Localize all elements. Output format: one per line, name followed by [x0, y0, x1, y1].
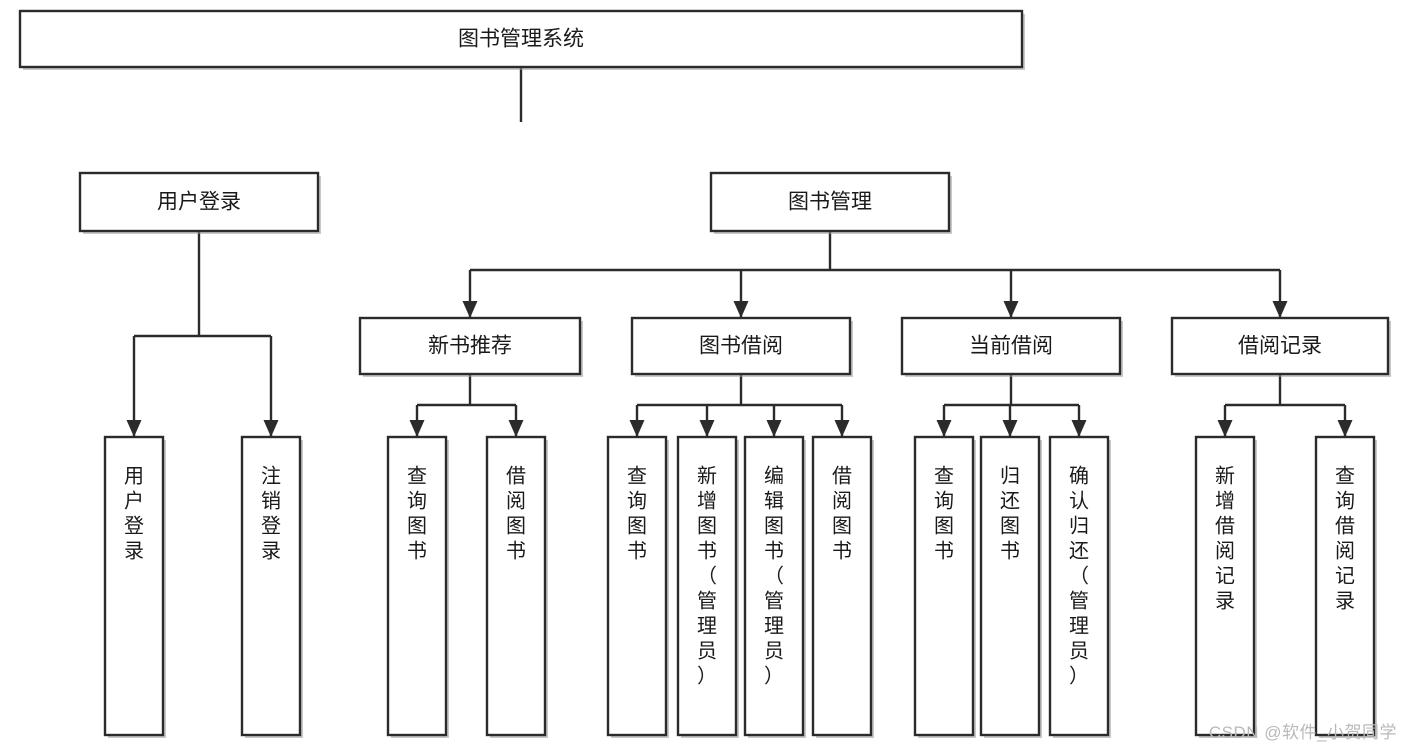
- node-box[interactable]: [913, 435, 975, 737]
- node-box[interactable]: [900, 316, 1122, 376]
- node-label: 借阅记录: [1238, 335, 1322, 358]
- connector-group-user-login: [126, 231, 279, 437]
- node-box[interactable]: [386, 435, 448, 737]
- node-box[interactable]: [979, 435, 1041, 737]
- arrow-head-icon: [1217, 420, 1233, 437]
- node-box[interactable]: [1048, 435, 1110, 737]
- arrow-head-icon: [1337, 420, 1353, 437]
- node-box[interactable]: [606, 435, 668, 737]
- node-bb-borrow-book[interactable]: 借阅图书: [811, 435, 874, 738]
- node-label: 图书管理: [788, 191, 872, 214]
- arrow-head-icon: [263, 420, 279, 437]
- arrow-head-icon: [508, 420, 524, 437]
- connector-group-current-borrow: [936, 374, 1087, 437]
- connector-group-new-book-rec: [409, 374, 524, 437]
- node-borrow-record[interactable]: 借阅记录: [1170, 316, 1391, 377]
- node-label: 查询图书: [627, 465, 647, 563]
- node-box[interactable]: [811, 435, 873, 737]
- node-label: 借阅图书: [832, 465, 852, 563]
- node-label: 确认归还（管理员）: [1069, 465, 1089, 688]
- arrow-head-icon: [733, 301, 749, 318]
- arrow-head-icon: [126, 420, 142, 437]
- node-label: 用户登录: [124, 466, 144, 563]
- node-book-borrow[interactable]: 图书借阅: [630, 316, 853, 377]
- node-box[interactable]: [358, 316, 582, 376]
- node-layer: 图书管理系统用户登录图书管理新书推荐图书借阅当前借阅借阅记录用户登录注销登录查询…: [18, 9, 1391, 738]
- node-label: 查询图书: [407, 465, 427, 563]
- arrow-head-icon: [629, 420, 645, 437]
- node-box[interactable]: [709, 171, 951, 233]
- node-root[interactable]: 图书管理系统: [18, 9, 1025, 70]
- arrow-head-icon: [1003, 301, 1019, 318]
- arrow-head-icon: [834, 420, 850, 437]
- node-bb-add-book[interactable]: 新增图书（管理员）: [676, 435, 739, 738]
- node-label: 归还图书: [1000, 465, 1020, 563]
- node-label: 新增借阅记录: [1215, 465, 1235, 613]
- node-br-add-record[interactable]: 新增借阅记录: [1194, 435, 1257, 738]
- connector-group-book-borrow: [629, 374, 850, 437]
- connector-layer: [126, 67, 1353, 437]
- arrow-head-icon: [1002, 420, 1018, 437]
- node-br-query-record[interactable]: 查询借阅记录: [1314, 435, 1377, 738]
- arrow-head-icon: [766, 420, 782, 437]
- node-label: 当前借阅: [969, 335, 1053, 358]
- arrow-head-icon: [409, 420, 425, 437]
- node-nb-borrow-book[interactable]: 借阅图书: [485, 435, 548, 738]
- arrow-head-icon: [1071, 420, 1087, 437]
- connector-group-book-manage: [462, 231, 1288, 318]
- node-label: 新书推荐: [428, 335, 512, 358]
- node-box[interactable]: [676, 435, 738, 737]
- arrow-head-icon: [936, 420, 952, 437]
- node-label: 用户登录: [157, 191, 241, 214]
- node-user-login-do[interactable]: 用户登录: [103, 435, 166, 738]
- node-label: 新增图书（管理员）: [697, 465, 717, 688]
- node-box[interactable]: [78, 171, 320, 233]
- node-cb-confirm-return[interactable]: 确认归还（管理员）: [1048, 435, 1111, 738]
- node-box[interactable]: [630, 316, 852, 376]
- arrow-head-icon: [1272, 301, 1288, 318]
- node-bb-edit-book[interactable]: 编辑图书（管理员）: [743, 435, 806, 738]
- node-label: 编辑图书（管理员）: [764, 465, 784, 688]
- node-nb-query-book[interactable]: 查询图书: [386, 435, 449, 738]
- node-box[interactable]: [1194, 435, 1256, 737]
- node-box[interactable]: [743, 435, 805, 737]
- node-box[interactable]: [240, 435, 302, 737]
- node-box[interactable]: [485, 435, 547, 737]
- node-user-login[interactable]: 用户登录: [78, 171, 321, 234]
- node-current-borrow[interactable]: 当前借阅: [900, 316, 1123, 377]
- node-label: 图书管理系统: [458, 28, 584, 51]
- node-book-manage[interactable]: 图书管理: [709, 171, 952, 234]
- node-new-book-rec[interactable]: 新书推荐: [358, 316, 583, 377]
- node-box[interactable]: [1314, 435, 1376, 737]
- node-cb-query-book[interactable]: 查询图书: [913, 435, 976, 738]
- arrow-head-icon: [462, 301, 478, 318]
- node-label: 注销登录: [261, 465, 281, 563]
- node-label: 查询借阅记录: [1335, 465, 1355, 613]
- node-label: 借阅图书: [506, 465, 526, 563]
- node-label: 查询图书: [934, 465, 954, 563]
- node-cb-return-book[interactable]: 归还图书: [979, 435, 1042, 738]
- arrow-head-icon: [699, 420, 715, 437]
- node-box[interactable]: [18, 9, 1024, 69]
- node-box[interactable]: [103, 435, 165, 737]
- node-label: 图书借阅: [699, 335, 783, 358]
- node-bb-query-book[interactable]: 查询图书: [606, 435, 669, 738]
- node-user-logout[interactable]: 注销登录: [240, 435, 303, 738]
- node-box[interactable]: [1170, 316, 1390, 376]
- connector-group-borrow-record: [1217, 374, 1353, 437]
